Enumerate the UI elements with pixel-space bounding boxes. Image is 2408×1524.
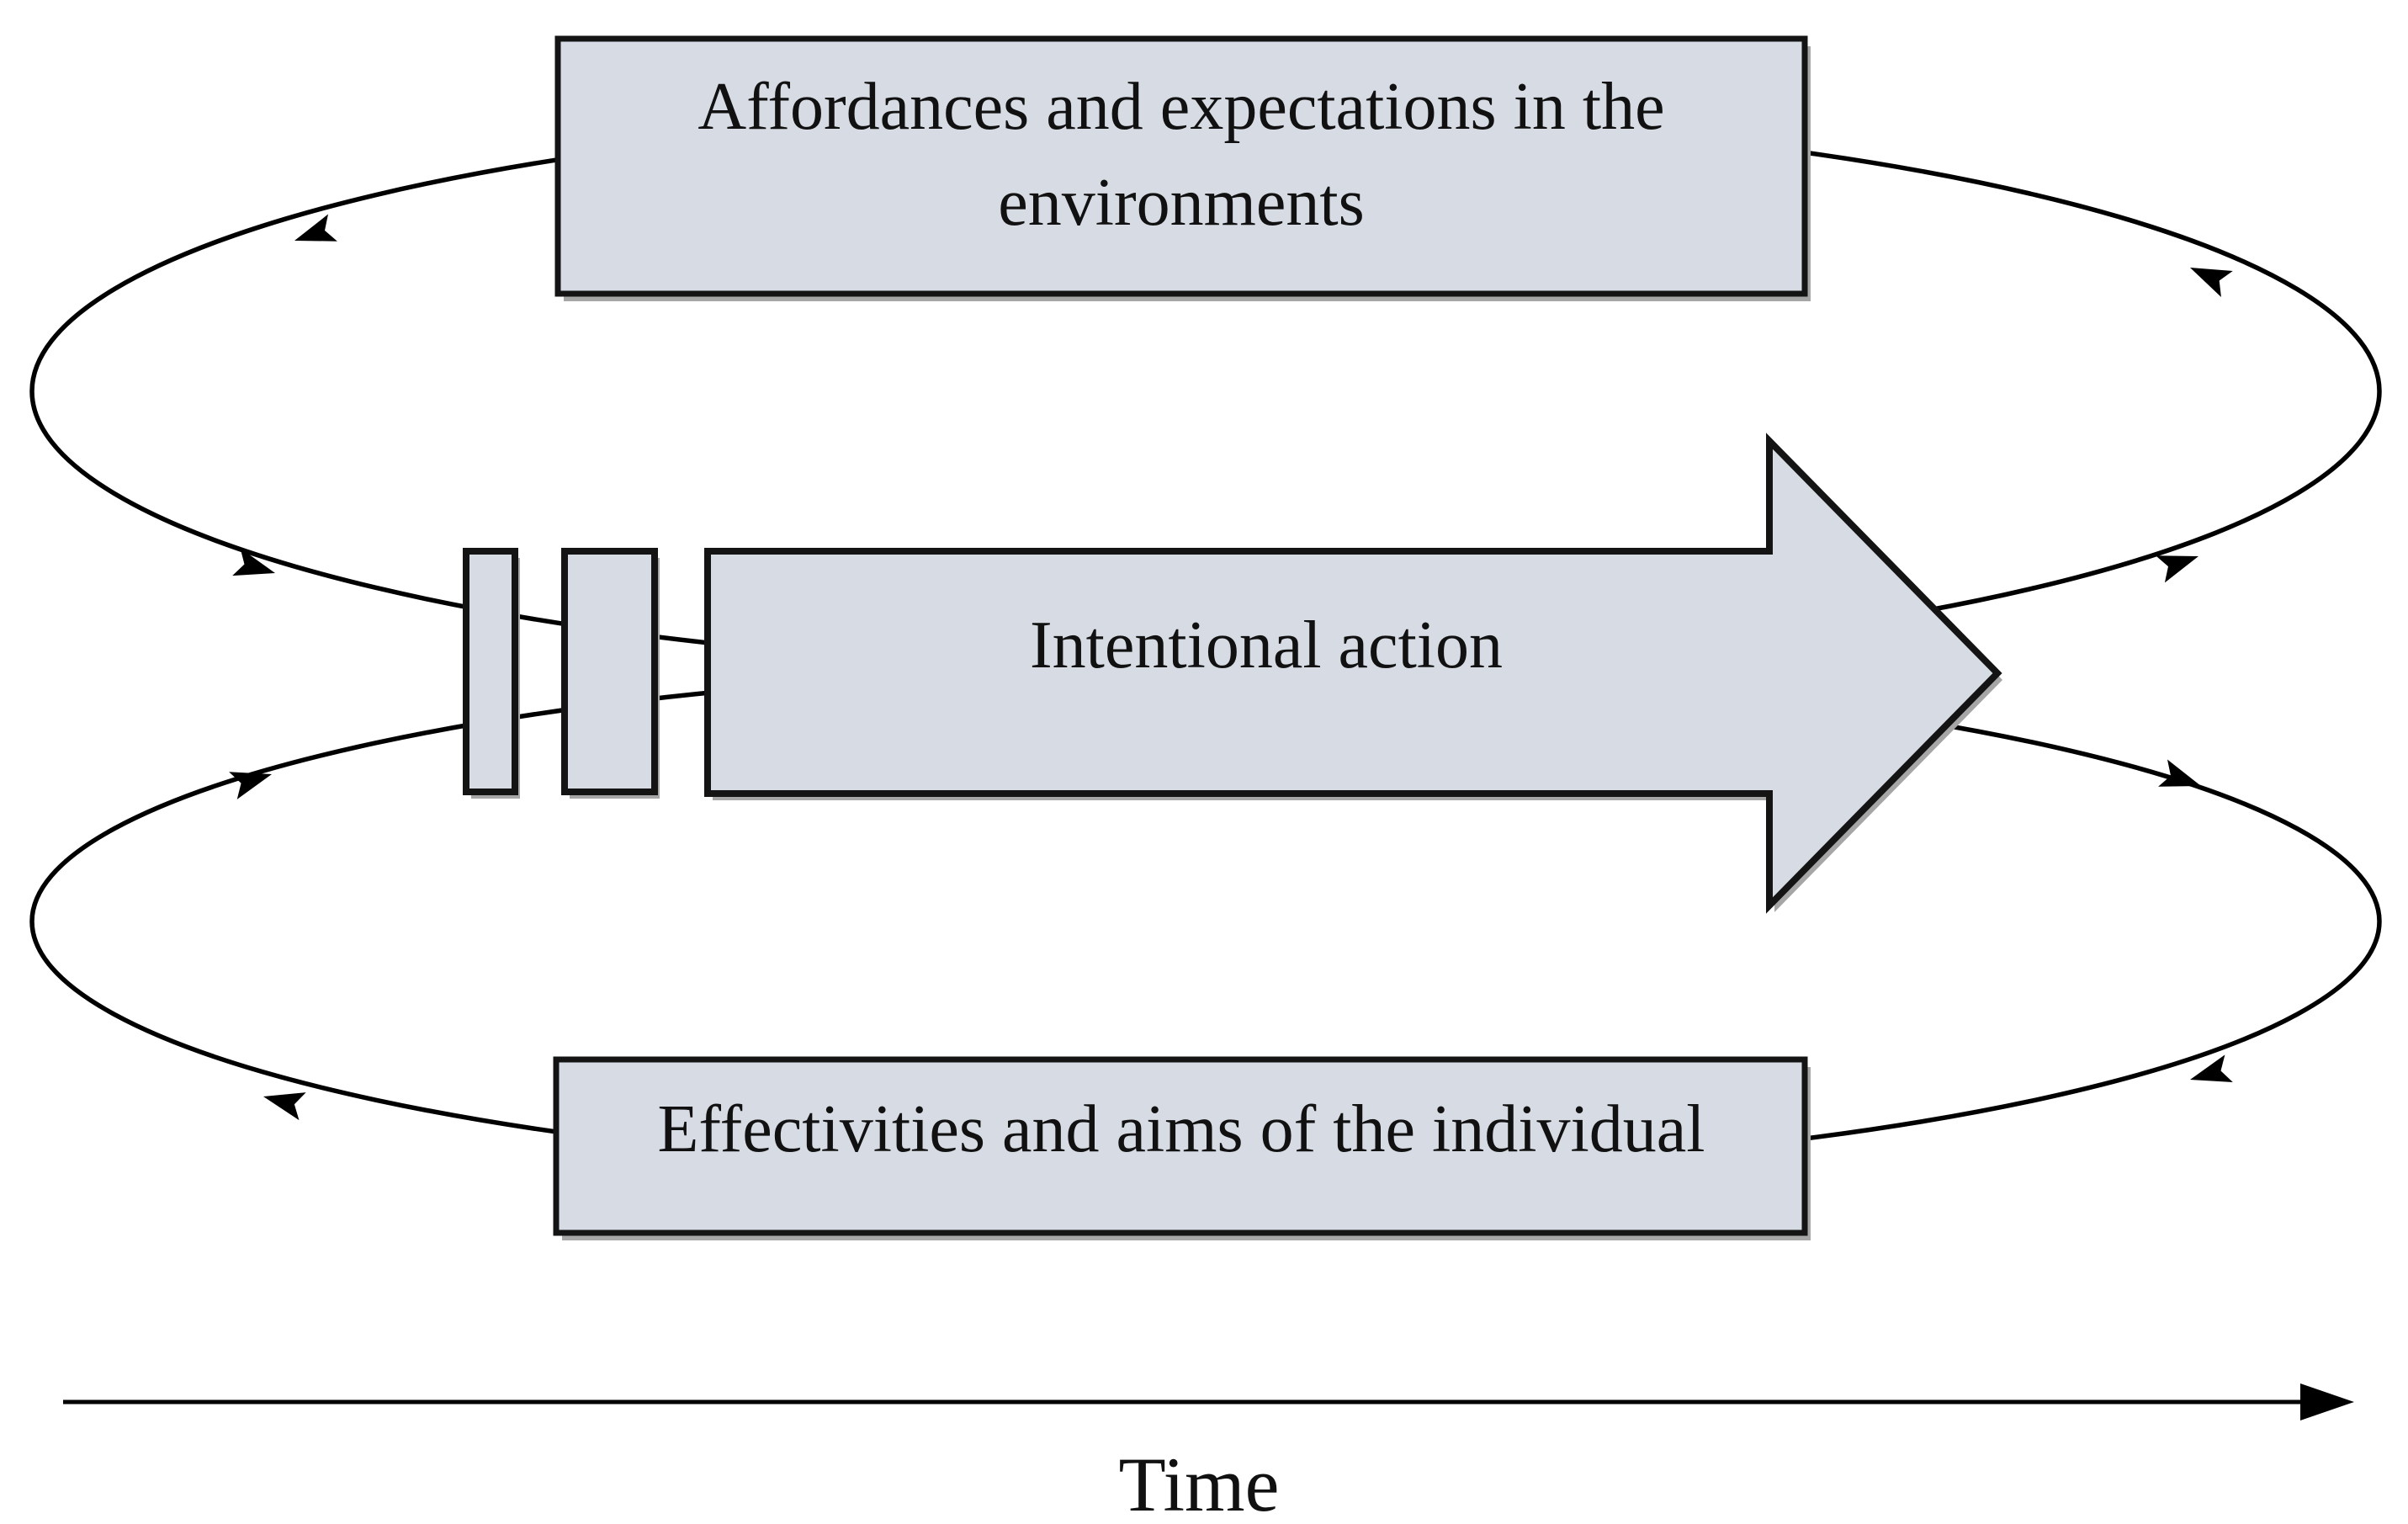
top-loop-arrowhead-upper-right (2190, 268, 2233, 298)
intentional-action-label: Intentional action (1030, 608, 1503, 682)
bottom-loop-arrowhead-upper-left (229, 772, 272, 799)
time-axis-label: Time (1119, 1442, 1280, 1524)
bottom-loop-arrowhead-upper-right (2158, 759, 2201, 787)
action-segment-rect-2 (561, 548, 658, 795)
top-loop-arrowhead-lower-right (2156, 555, 2198, 583)
top-loop-arrowhead-lower-left (232, 548, 275, 576)
intentional-action-arrow (704, 433, 2002, 914)
affordances-box (554, 35, 1808, 297)
action-segment-rect-1 (463, 548, 518, 795)
bottom-loop-arrowhead-lower-right (2190, 1054, 2233, 1083)
effectivities-box (553, 1056, 1808, 1236)
top-loop-arrowhead-upper-left (294, 214, 337, 242)
affordances-box-label-line2: environments (998, 166, 1364, 240)
affordances-box-label-line1: Affordances and expectations in the (697, 70, 1664, 144)
bottom-loop-arrowhead-lower-left (263, 1092, 306, 1121)
effectivities-box-label: Effectivities and aims of the individual (658, 1092, 1705, 1166)
time-axis-arrowhead-icon (2300, 1383, 2354, 1420)
